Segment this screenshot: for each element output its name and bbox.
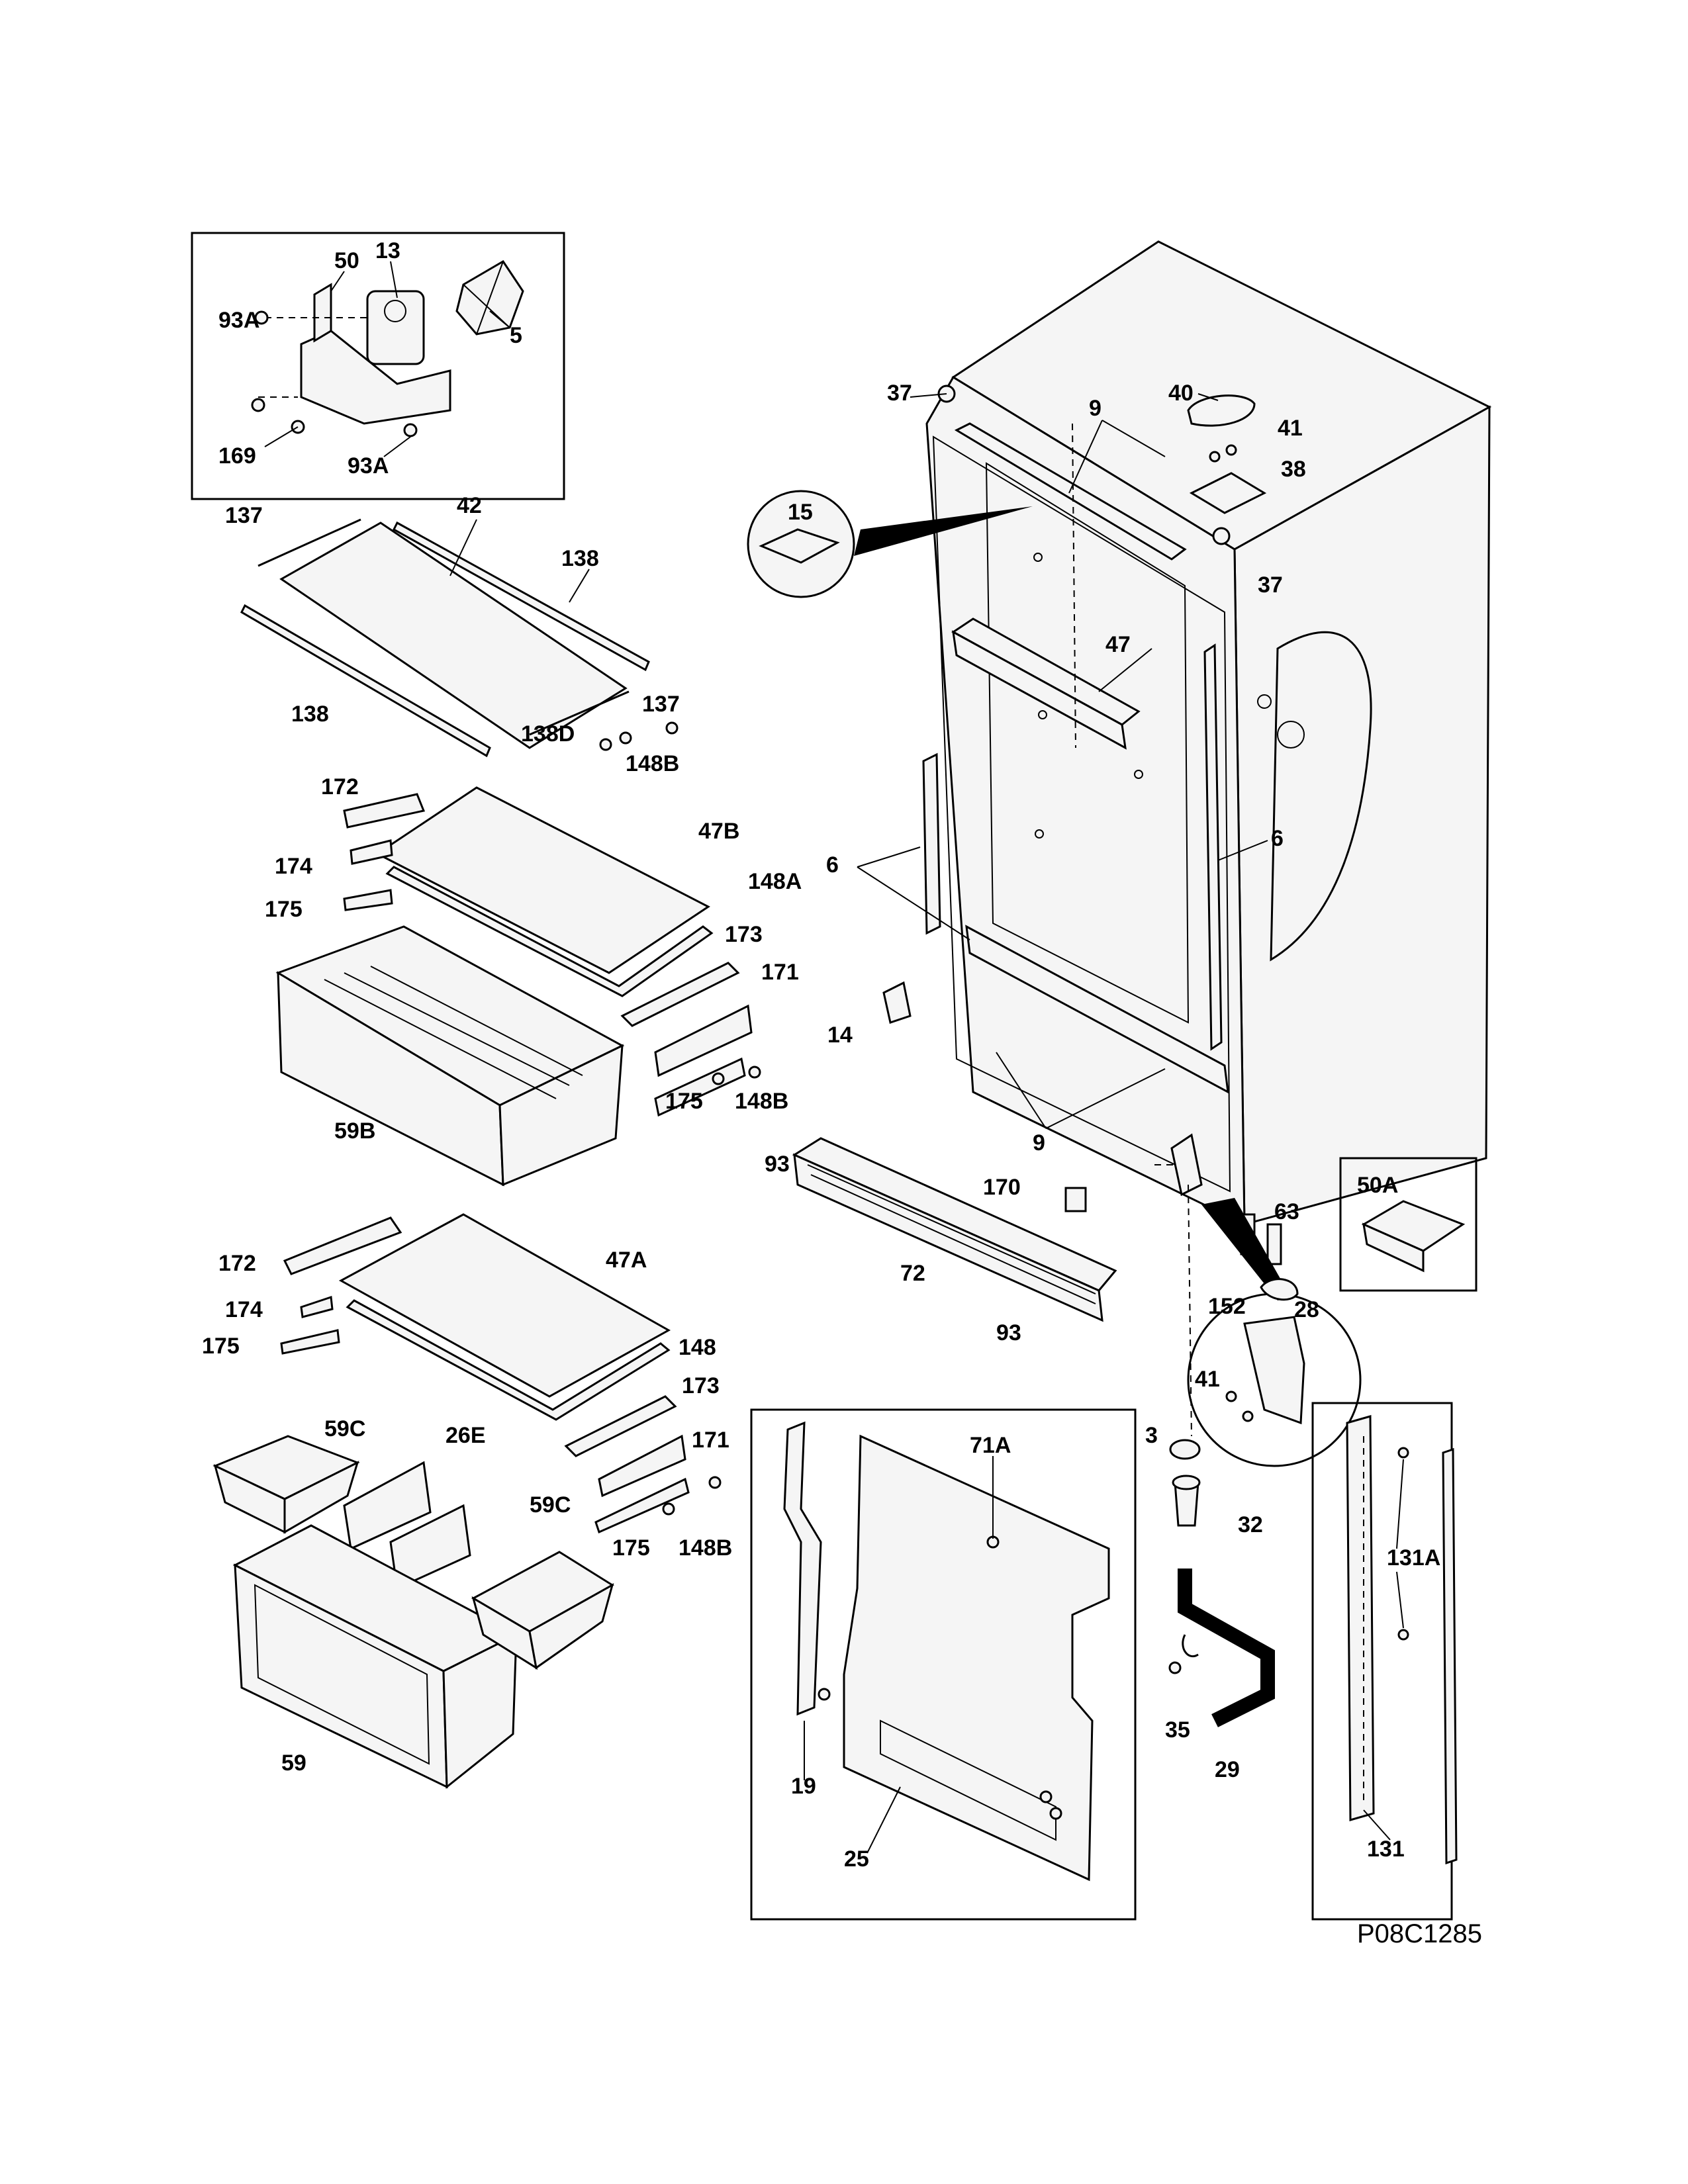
label-175: 175: [665, 1089, 703, 1114]
inset-50a: 50A: [1339, 1157, 1477, 1292]
label-175: 175: [265, 897, 303, 922]
label-59: 59: [281, 1751, 306, 1776]
label-138: 138: [291, 702, 329, 727]
label-38: 38: [1281, 457, 1306, 482]
fan-bracket: [300, 283, 451, 425]
label-137: 137: [642, 692, 680, 717]
label-169: 169: [218, 443, 256, 469]
panel-inset-71a: 71A 19 25: [750, 1408, 1137, 1921]
label-148a: 148A: [748, 869, 802, 894]
label-3: 3: [1145, 1423, 1158, 1448]
label-59c: 59C: [530, 1492, 571, 1518]
label-138d: 138D: [521, 721, 575, 747]
label-15: 15: [788, 500, 813, 525]
refrigerator-cabinet: 37 9 40 41 38 15 37 47 6 6 14 9 93 170 7…: [747, 240, 1492, 1437]
label-5: 5: [510, 323, 522, 348]
label-9: 9: [1089, 396, 1102, 421]
label-174: 174: [225, 1297, 263, 1322]
lower-crisper-assembly: 172 47A 174 148 175 173 59C 26E 171 59C …: [202, 1213, 732, 1790]
label-28: 28: [1294, 1297, 1319, 1322]
label-37: 37: [1258, 572, 1283, 598]
label-93: 93: [996, 1320, 1021, 1345]
label-47: 47: [1105, 632, 1131, 657]
label-50a: 50A: [1357, 1173, 1398, 1198]
label-171: 171: [761, 960, 799, 985]
label-25: 25: [844, 1846, 869, 1872]
label-14: 14: [827, 1023, 853, 1048]
label-175: 175: [202, 1334, 240, 1359]
label-19: 19: [791, 1774, 816, 1799]
label-29: 29: [1215, 1757, 1240, 1782]
label-13: 13: [375, 238, 400, 263]
label-148b: 148B: [735, 1089, 788, 1114]
label-93a: 93A: [348, 453, 389, 478]
label-37: 37: [887, 381, 912, 406]
label-40: 40: [1168, 381, 1194, 406]
drawer-59: [232, 1524, 519, 1790]
label-148b: 148B: [626, 751, 679, 776]
label-137: 137: [225, 503, 263, 528]
rail-inset-131: 131A 131: [1311, 1402, 1458, 1921]
air-duct-47: [951, 617, 1141, 750]
upper-crisper-assembly: 172 47B 174 148A 175 173 171 175 148B 59…: [265, 774, 802, 1187]
label-138: 138: [561, 546, 599, 571]
label-41: 41: [1195, 1367, 1220, 1392]
divider-26e: [343, 1461, 471, 1590]
label-42: 42: [457, 493, 482, 518]
hinge-detail: 152 28 41: [1187, 1198, 1362, 1467]
label-172: 172: [218, 1251, 256, 1276]
label-47b: 47B: [698, 819, 739, 844]
label-152: 152: [1208, 1294, 1246, 1319]
label-32: 32: [1238, 1512, 1263, 1537]
label-170: 170: [983, 1175, 1021, 1200]
label-173: 173: [682, 1373, 720, 1398]
label-35: 35: [1165, 1717, 1190, 1743]
label-63: 63: [1274, 1199, 1299, 1224]
label-148b: 148B: [679, 1535, 732, 1561]
fan-motor-inset: 50 13 93A 5 169 93A: [191, 232, 565, 500]
label-131: 131: [1367, 1837, 1405, 1862]
label-172: 172: [321, 774, 359, 799]
label-173: 173: [725, 922, 763, 947]
hinge-bottom: [1170, 1133, 1203, 1437]
label-71a: 71A: [970, 1433, 1011, 1458]
label-148: 148: [679, 1335, 716, 1360]
label-50: 50: [334, 248, 359, 273]
grille-72: [792, 1137, 1117, 1322]
basket-59c-right: [471, 1551, 614, 1670]
label-47a: 47A: [606, 1248, 647, 1273]
drain-parts: 3 32 35 29: [1145, 1423, 1275, 1782]
label-72: 72: [900, 1261, 925, 1286]
label-93: 93: [765, 1152, 790, 1177]
fan-motor: [366, 290, 425, 365]
drawer-59b: [275, 925, 625, 1187]
upper-glass-shelf: 137 42 138 138 137 138D 148B: [225, 493, 680, 776]
label-9: 9: [1033, 1130, 1045, 1156]
label-59c: 59C: [324, 1416, 365, 1441]
hinge-top: [937, 385, 1267, 545]
label-131a: 131A: [1387, 1545, 1440, 1570]
label-171: 171: [692, 1428, 729, 1453]
label-59b: 59B: [334, 1118, 375, 1144]
diagram-code: P08C1285: [1357, 1919, 1482, 1948]
label-6: 6: [826, 852, 839, 878]
label-175: 175: [612, 1535, 650, 1561]
label-26e: 26E: [445, 1423, 486, 1448]
basket-59c-left: [212, 1435, 360, 1534]
leveler-14: [882, 981, 912, 1024]
label-6: 6: [1271, 826, 1284, 851]
label-93a: 93A: [218, 308, 259, 333]
label-174: 174: [275, 854, 312, 879]
ice-tray-shelf-15: [747, 490, 855, 598]
label-41: 41: [1278, 416, 1303, 441]
